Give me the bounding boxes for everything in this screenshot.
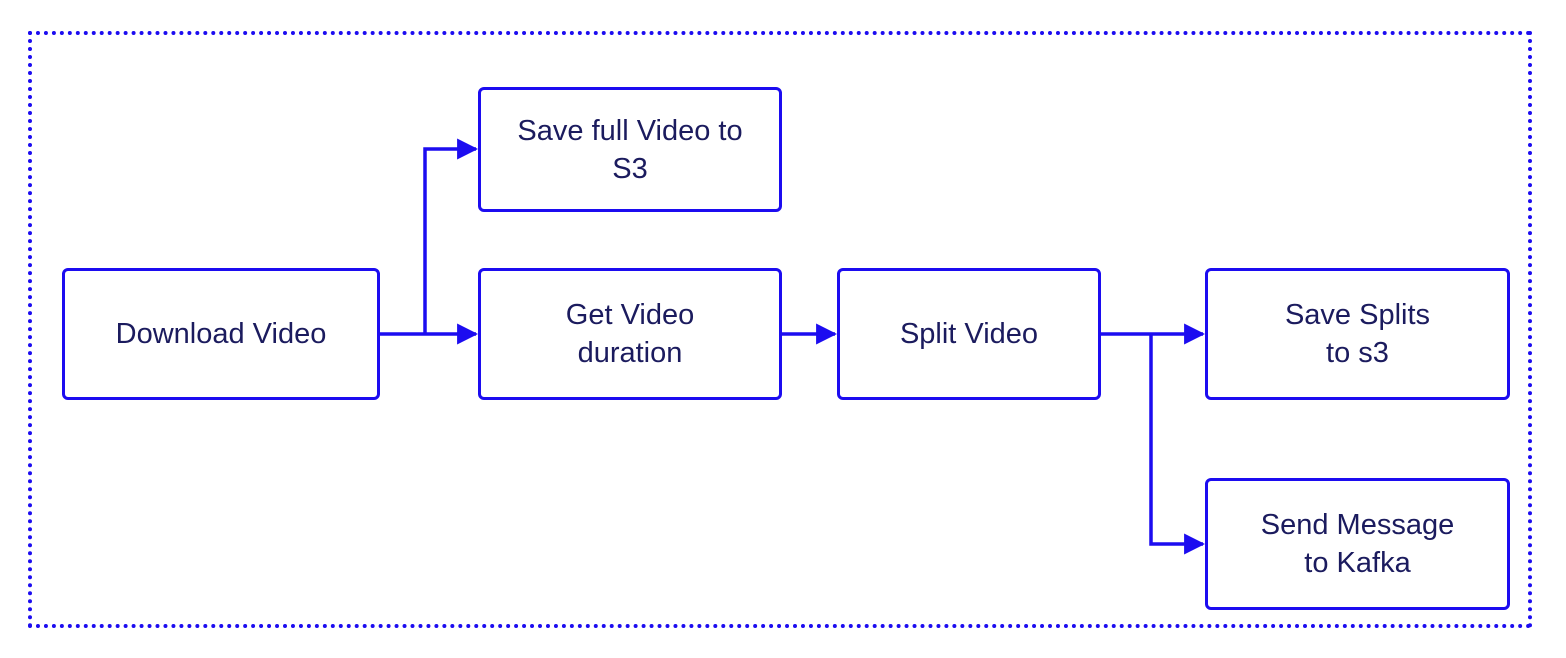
node-send-message-kafka: Send Message to Kafka [1205,478,1510,610]
node-get-video-duration: Get Video duration [478,268,782,400]
node-split-video: Split Video [837,268,1101,400]
node-split-video-label: Split Video [899,318,1039,350]
node-save-full-video: Save full Video to S3 [478,87,782,212]
node-save-full-video-label: Save full Video to S3 [517,114,743,185]
node-send-message-kafka-label: Send Message to Kafka [1260,509,1455,579]
node-get-video-duration-label: Get Video duration [565,299,695,369]
node-save-splits-label: Save Splits to s3 [1284,299,1431,369]
node-download-video-label: Download Video [115,318,327,350]
node-save-splits: Save Splits to s3 [1205,268,1510,400]
node-download-video: Download Video [62,268,380,400]
edge-split-to-kafka [1149,334,1206,555]
edge-download-to-save-full [423,138,479,334]
pipeline-frame [28,31,1532,628]
